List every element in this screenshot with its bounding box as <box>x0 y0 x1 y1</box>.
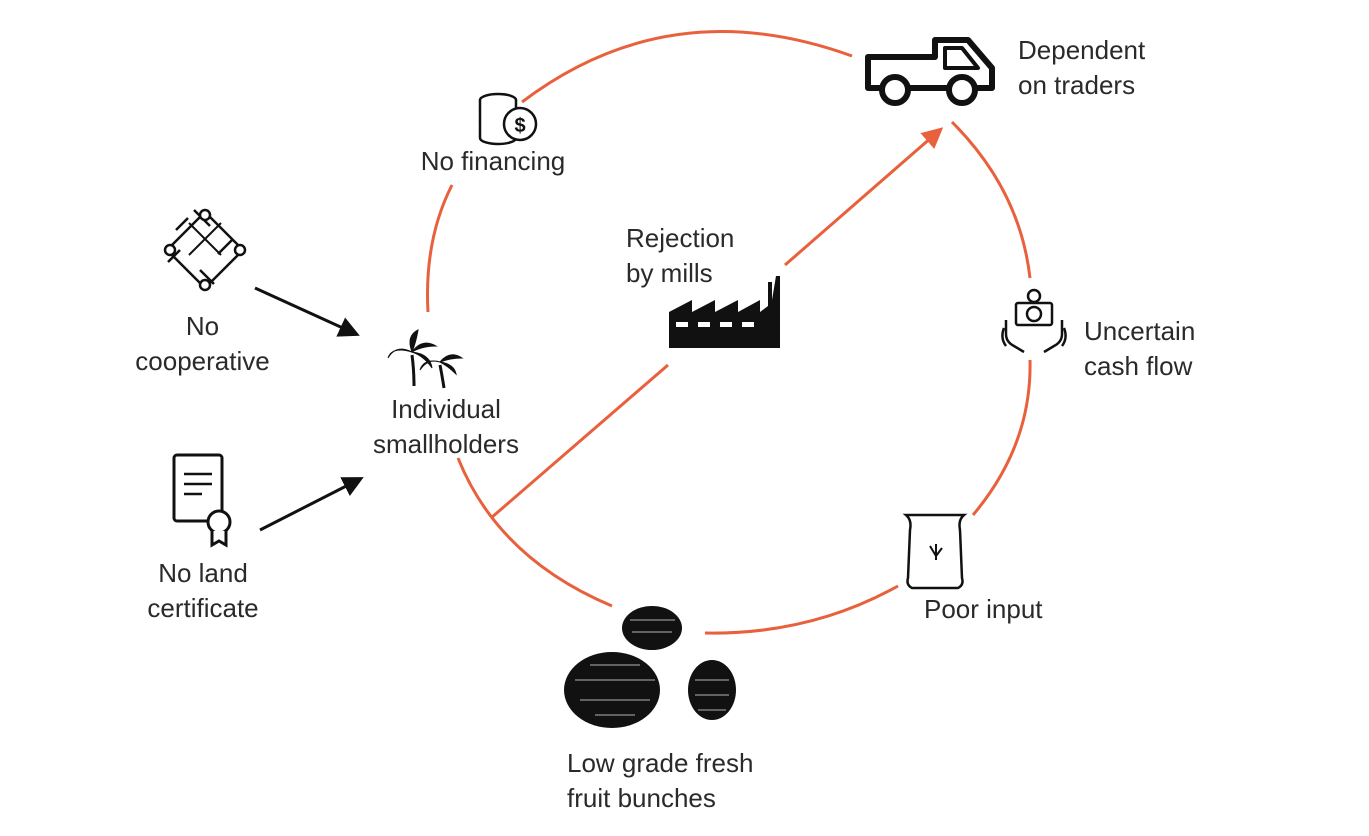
arrow-mills-to-traders <box>784 127 944 267</box>
arrow-land-to-smallholders <box>259 477 364 532</box>
svg-text:$: $ <box>514 115 525 137</box>
arc-ffb-to-smallholders <box>456 457 613 608</box>
fertilizer-bag-icon <box>902 513 968 590</box>
cycle-arcs <box>426 30 1032 635</box>
palm-trees-icon <box>387 329 464 389</box>
arc-cashflow-to-input <box>971 359 1032 516</box>
palm-fruit-icon <box>564 606 736 728</box>
label-dependent-traders: Dependent on traders <box>1018 35 1146 100</box>
arc-smallholders-to-financing <box>426 184 454 313</box>
label-uncertain-cash-flow: Uncertain cash flow <box>1084 316 1196 381</box>
arrow-cooperative-to-smallholders <box>254 286 360 337</box>
line-junction-to-mills <box>490 363 669 520</box>
linked-hands-icon <box>163 208 247 292</box>
truck-icon <box>865 37 995 106</box>
label-rejection-by-mills: Rejection by mills <box>626 223 735 288</box>
arc-input-to-ffb <box>704 584 899 635</box>
arc-financing-to-traders <box>521 30 853 104</box>
arc-traders-to-cashflow <box>950 120 1032 279</box>
label-poor-input: Poor input <box>924 594 1043 624</box>
label-no-land-certificate: No land certificate <box>147 558 259 623</box>
label-no-financing: No financing <box>420 146 566 176</box>
coins-dollar-icon: $ <box>478 92 538 146</box>
certificate-icon <box>172 453 232 548</box>
hands-money-icon <box>1001 288 1067 354</box>
label-low-grade-ffb: Low grade fresh fruit bunches <box>567 748 754 813</box>
label-no-cooperative: No cooperative <box>135 311 270 376</box>
factory-icon <box>669 276 780 348</box>
label-individual-smallholders: Individual smallholders <box>373 394 519 459</box>
